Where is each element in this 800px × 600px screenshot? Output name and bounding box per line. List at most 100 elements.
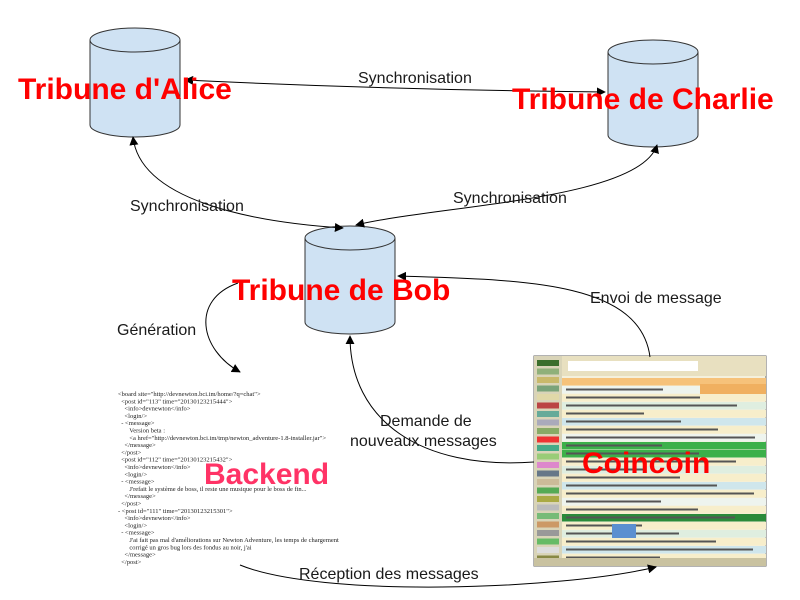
node-title-bob: Tribune de Bob [232,274,450,307]
xml-line: - <message> [118,479,155,486]
coincoin-message-text [566,452,699,455]
coincoin-sidebar-button [537,462,559,468]
coincoin-sidebar-button [537,453,559,460]
coincoin-sidebar-button [537,419,559,426]
edge-label-request-line2: nouveaux messages [350,433,497,450]
xml-line: corrigé un gros bug lors des fondus au n… [118,544,252,551]
arrow-bob-backend [205,282,241,373]
coincoin-message-row [562,410,766,418]
coincoin-message-text [566,420,681,423]
xml-line: <a href="http://devnewton.bci.im/tmp/new… [118,435,326,442]
xml-line: <post id="113" time="20130123215444"> [118,398,233,405]
xml-line: </post> [118,501,142,508]
xml-line: </message> [118,442,156,449]
coincoin-message-text [566,516,735,519]
coincoin-message-text [566,436,755,439]
xml-line: </message> [118,552,156,559]
coincoin-sidebar-button [537,385,559,392]
coincoin-sidebar-button [537,436,559,443]
coincoin-sidebar-button [537,445,559,451]
coincoin-sidebar-button [537,513,559,519]
coincoin-sidebar-button [537,411,559,417]
coincoin-message-text [566,460,736,463]
xml-line: - <message> [118,420,155,427]
coincoin-message-text [566,476,680,479]
xml-line: <post id="112" time="20130123215432"> [118,457,233,464]
node-title-alice: Tribune d'Alice [18,73,232,106]
arrow-coincoin-bob-request [345,335,535,464]
arrow-coincoin-bob-send [397,271,651,358]
arrow-alice-bob [129,136,344,232]
coincoin-message-text [566,412,644,415]
coincoin-message-text [566,388,663,391]
coincoin-message-text [566,540,716,543]
coincoin-sidebar-button [537,530,559,536]
coincoin-message-text [566,428,718,431]
coincoin-highlight-row [700,384,766,394]
coincoin-sidebar-button [537,487,559,494]
alice-database-icon [89,27,181,138]
coincoin-avatar [612,524,636,538]
xml-line: </post> [118,559,142,566]
xml-line: - <post id="111" time="20130123215301"> [118,508,233,515]
coincoin-message-row [562,554,766,562]
edge-label-request-line1: Demande de [380,413,472,430]
arrow-backend-coincoin [239,564,657,588]
coincoin-message-row [562,466,766,474]
coincoin-sidebar-button [537,377,559,383]
coincoin-message-text [566,524,642,527]
coincoin-sidebar-button [537,428,559,434]
xml-line: <info>devnewton</info> [118,406,191,413]
coincoin-message-row [562,498,766,506]
backend-xml-document: <board site="http://devnewton.bci.im/hom… [118,391,339,566]
arrow-charlie-bob [355,144,659,228]
coincoin-message-text [566,444,662,447]
charlie-database-icon [607,39,699,148]
edge-label-send-message: Envoi de message [590,290,722,307]
coincoin-sidebar-button [537,521,559,528]
coincoin-sidebar-button [537,470,559,477]
xml-line: <login/> [118,471,147,478]
arrow-alice-charlie [184,75,606,97]
edge-label-alice-charlie: Synchronisation [358,70,472,87]
coincoin-sidebar-button [537,368,559,375]
coincoin-message-text [566,396,700,399]
xml-line: </message> [118,493,156,500]
coincoin-sidebar-button [537,402,559,409]
xml-line: <board site="http://devnewton.bci.im/hom… [118,391,261,398]
xml-line: Version beta : [118,428,165,435]
bob-database-icon [304,225,396,335]
coincoin-message-text [566,556,660,559]
coincoin-status-bar [534,558,766,566]
coincoin-message-text [566,484,717,487]
coincoin-highlight-row [562,378,766,386]
coincoin-message-text [566,500,661,503]
edge-label-generation: Génération [117,322,196,339]
coincoin-sidebar-button [537,479,559,485]
xml-line: - <message> [118,530,155,537]
xml-line: J'ai fait pas mal d'améliorations sur Ne… [118,537,339,544]
coincoin-sidebar-button [537,496,559,502]
coincoin-message-row [562,442,766,450]
edge-label-alice-bob: Synchronisation [130,198,244,215]
coincoin-message-row [562,522,766,530]
edge-label-charlie-bob: Synchronisation [453,190,567,207]
xml-line: <info>devnewton</info> [118,515,191,522]
coincoin-message-text [566,492,754,495]
coincoin-input [568,361,698,371]
coincoin-sidebar-button [537,360,559,366]
node-title-coincoin: Coincoin [582,447,710,480]
coincoin-message-text [566,404,737,407]
node-title-backend: Backend [204,458,329,491]
coincoin-sidebar-button [537,547,559,553]
xml-line: J'refait le système de boss, il reste un… [118,486,307,493]
coincoin-message-text [566,548,753,551]
xml-line: </post> [118,449,142,456]
xml-line: <login/> [118,413,147,420]
coincoin-sidebar-button [537,504,559,511]
edge-label-reception: Réception des messages [299,566,479,583]
coincoin-message-row [562,386,766,394]
xml-line: <info>devnewton</info> [118,464,191,471]
node-title-charlie: Tribune de Charlie [512,83,774,116]
